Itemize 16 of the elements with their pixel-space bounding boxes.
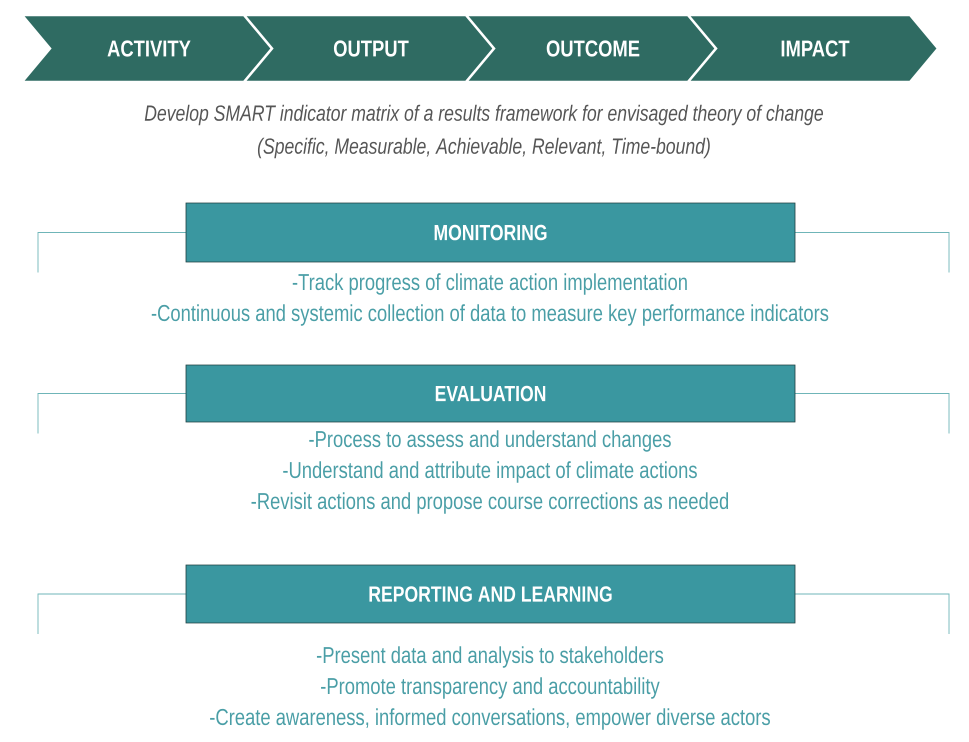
heading-box: EVALUATION bbox=[186, 364, 796, 422]
bullet-text: -Track progress of climate action implementation bbox=[292, 273, 687, 295]
bullet-text: -Present data and analysis to stakeholders bbox=[316, 646, 664, 668]
node-label: IMPACT bbox=[782, 40, 850, 57]
heading-box: REPORTING AND LEARNING bbox=[186, 564, 796, 624]
bullet-text: -Understand and attribute impact of climate actions bbox=[283, 461, 697, 483]
bullet-text: -Promote transparency and accountability bbox=[321, 677, 660, 699]
subtitle-text: (Specific, Measurable, Achievable, Relevant, Time-bound) bbox=[258, 138, 710, 158]
bullet-text: -Create awareness, informed conversations, empower diverse actors bbox=[210, 708, 770, 730]
bullet-text: -Process to assess and understand changes bbox=[309, 430, 671, 452]
heading-box: MONITORING bbox=[186, 202, 796, 262]
chevron-step: ACTIVITY bbox=[19, 14, 274, 84]
chevron-step: IMPACT bbox=[685, 14, 940, 84]
bullet-text: -Continuous and systemic collection of data to measure key performance indicators bbox=[152, 304, 828, 326]
subtitle-text: Develop SMART indicator matrix of a results framework for envisaged theory of change bbox=[144, 104, 823, 126]
bullet-text: -Revisit actions and propose course corrections as needed bbox=[252, 492, 728, 514]
